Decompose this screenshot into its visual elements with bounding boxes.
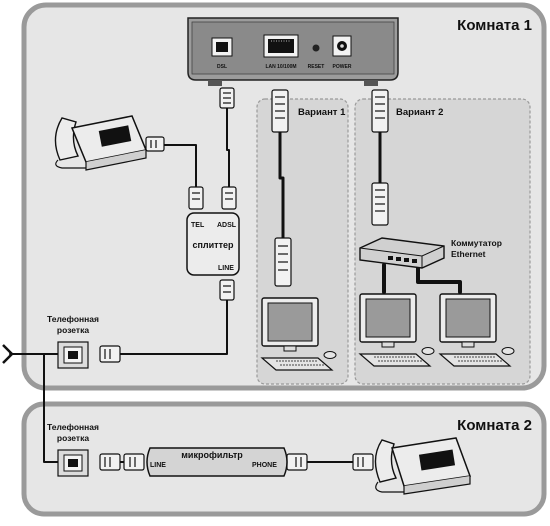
- variant-2-label: Вариант 2: [396, 107, 443, 118]
- connector-variant2-bottom: [371, 182, 389, 226]
- connector-splitter-adsl: [221, 186, 237, 210]
- variant-1-label: Вариант 1: [298, 107, 346, 118]
- connector-dsl-top: [219, 87, 235, 109]
- incoming-line-arrow-icon: [2, 344, 14, 364]
- connector-variant1-bottom: [274, 237, 292, 287]
- reset-button-icon: [312, 44, 320, 52]
- power-port-icon: [332, 35, 352, 57]
- computer-variant1-icon: [260, 297, 337, 371]
- room-1-title: Комната 1: [457, 17, 532, 34]
- microfilter-phone-label: PHONE: [252, 462, 277, 469]
- microfilter-title: микрофильтр: [181, 450, 243, 460]
- connector-splitter-line: [219, 279, 235, 301]
- ethernet-switch-icon: [359, 237, 445, 269]
- connector-socket2-plug: [99, 453, 121, 471]
- cables: [9, 107, 462, 463]
- switch-label-line1: Коммутатор: [451, 238, 502, 248]
- connector-socket1-plug: [99, 345, 121, 363]
- connector-microfilter-phone: [286, 453, 308, 471]
- connector-variant2-top: [371, 89, 389, 133]
- splitter-adsl-label: ADSL: [217, 222, 237, 229]
- connector-microfilter-line: [123, 453, 145, 471]
- connector-phone2: [352, 453, 374, 471]
- socket-2-label-line1: Телефонная: [47, 422, 99, 432]
- splitter-line-label: LINE: [218, 265, 234, 272]
- reset-label: RESET: [308, 64, 325, 70]
- wall-socket-1-icon: [57, 341, 89, 369]
- splitter: [186, 212, 240, 276]
- connector-variant1-top: [271, 89, 289, 133]
- microfilter: [146, 447, 288, 477]
- telephone-2-icon: [374, 437, 472, 495]
- splitter-title: сплиттер: [192, 240, 234, 250]
- dsl-port-label: DSL: [217, 64, 227, 70]
- lan-port-icon: [263, 34, 299, 58]
- connector-splitter-tel: [188, 186, 204, 210]
- lan-port-label: LAN 10/100M: [265, 64, 296, 70]
- wall-socket-2-icon: [57, 449, 89, 477]
- telephone-1-icon: [54, 115, 148, 171]
- dsl-port-icon: [211, 37, 233, 57]
- computer-variant2-right-icon: [438, 293, 515, 367]
- socket-1-label-line1: Телефонная: [47, 314, 99, 324]
- connector-tel-phone-side: [145, 136, 165, 152]
- adsl-modem: DSL LAN 10/100M RESET POWER: [187, 17, 399, 86]
- switch-label-line2: Ethernet: [451, 249, 486, 259]
- computer-variant2-left-icon: [358, 293, 435, 367]
- socket-2-label-line2: розетка: [57, 433, 89, 443]
- socket-1-label-line2: розетка: [57, 325, 89, 335]
- microfilter-line-label: LINE: [150, 462, 166, 469]
- power-port-label: POWER: [333, 64, 352, 70]
- splitter-tel-label: TEL: [191, 222, 205, 229]
- room-2-title: Комната 2: [457, 417, 532, 434]
